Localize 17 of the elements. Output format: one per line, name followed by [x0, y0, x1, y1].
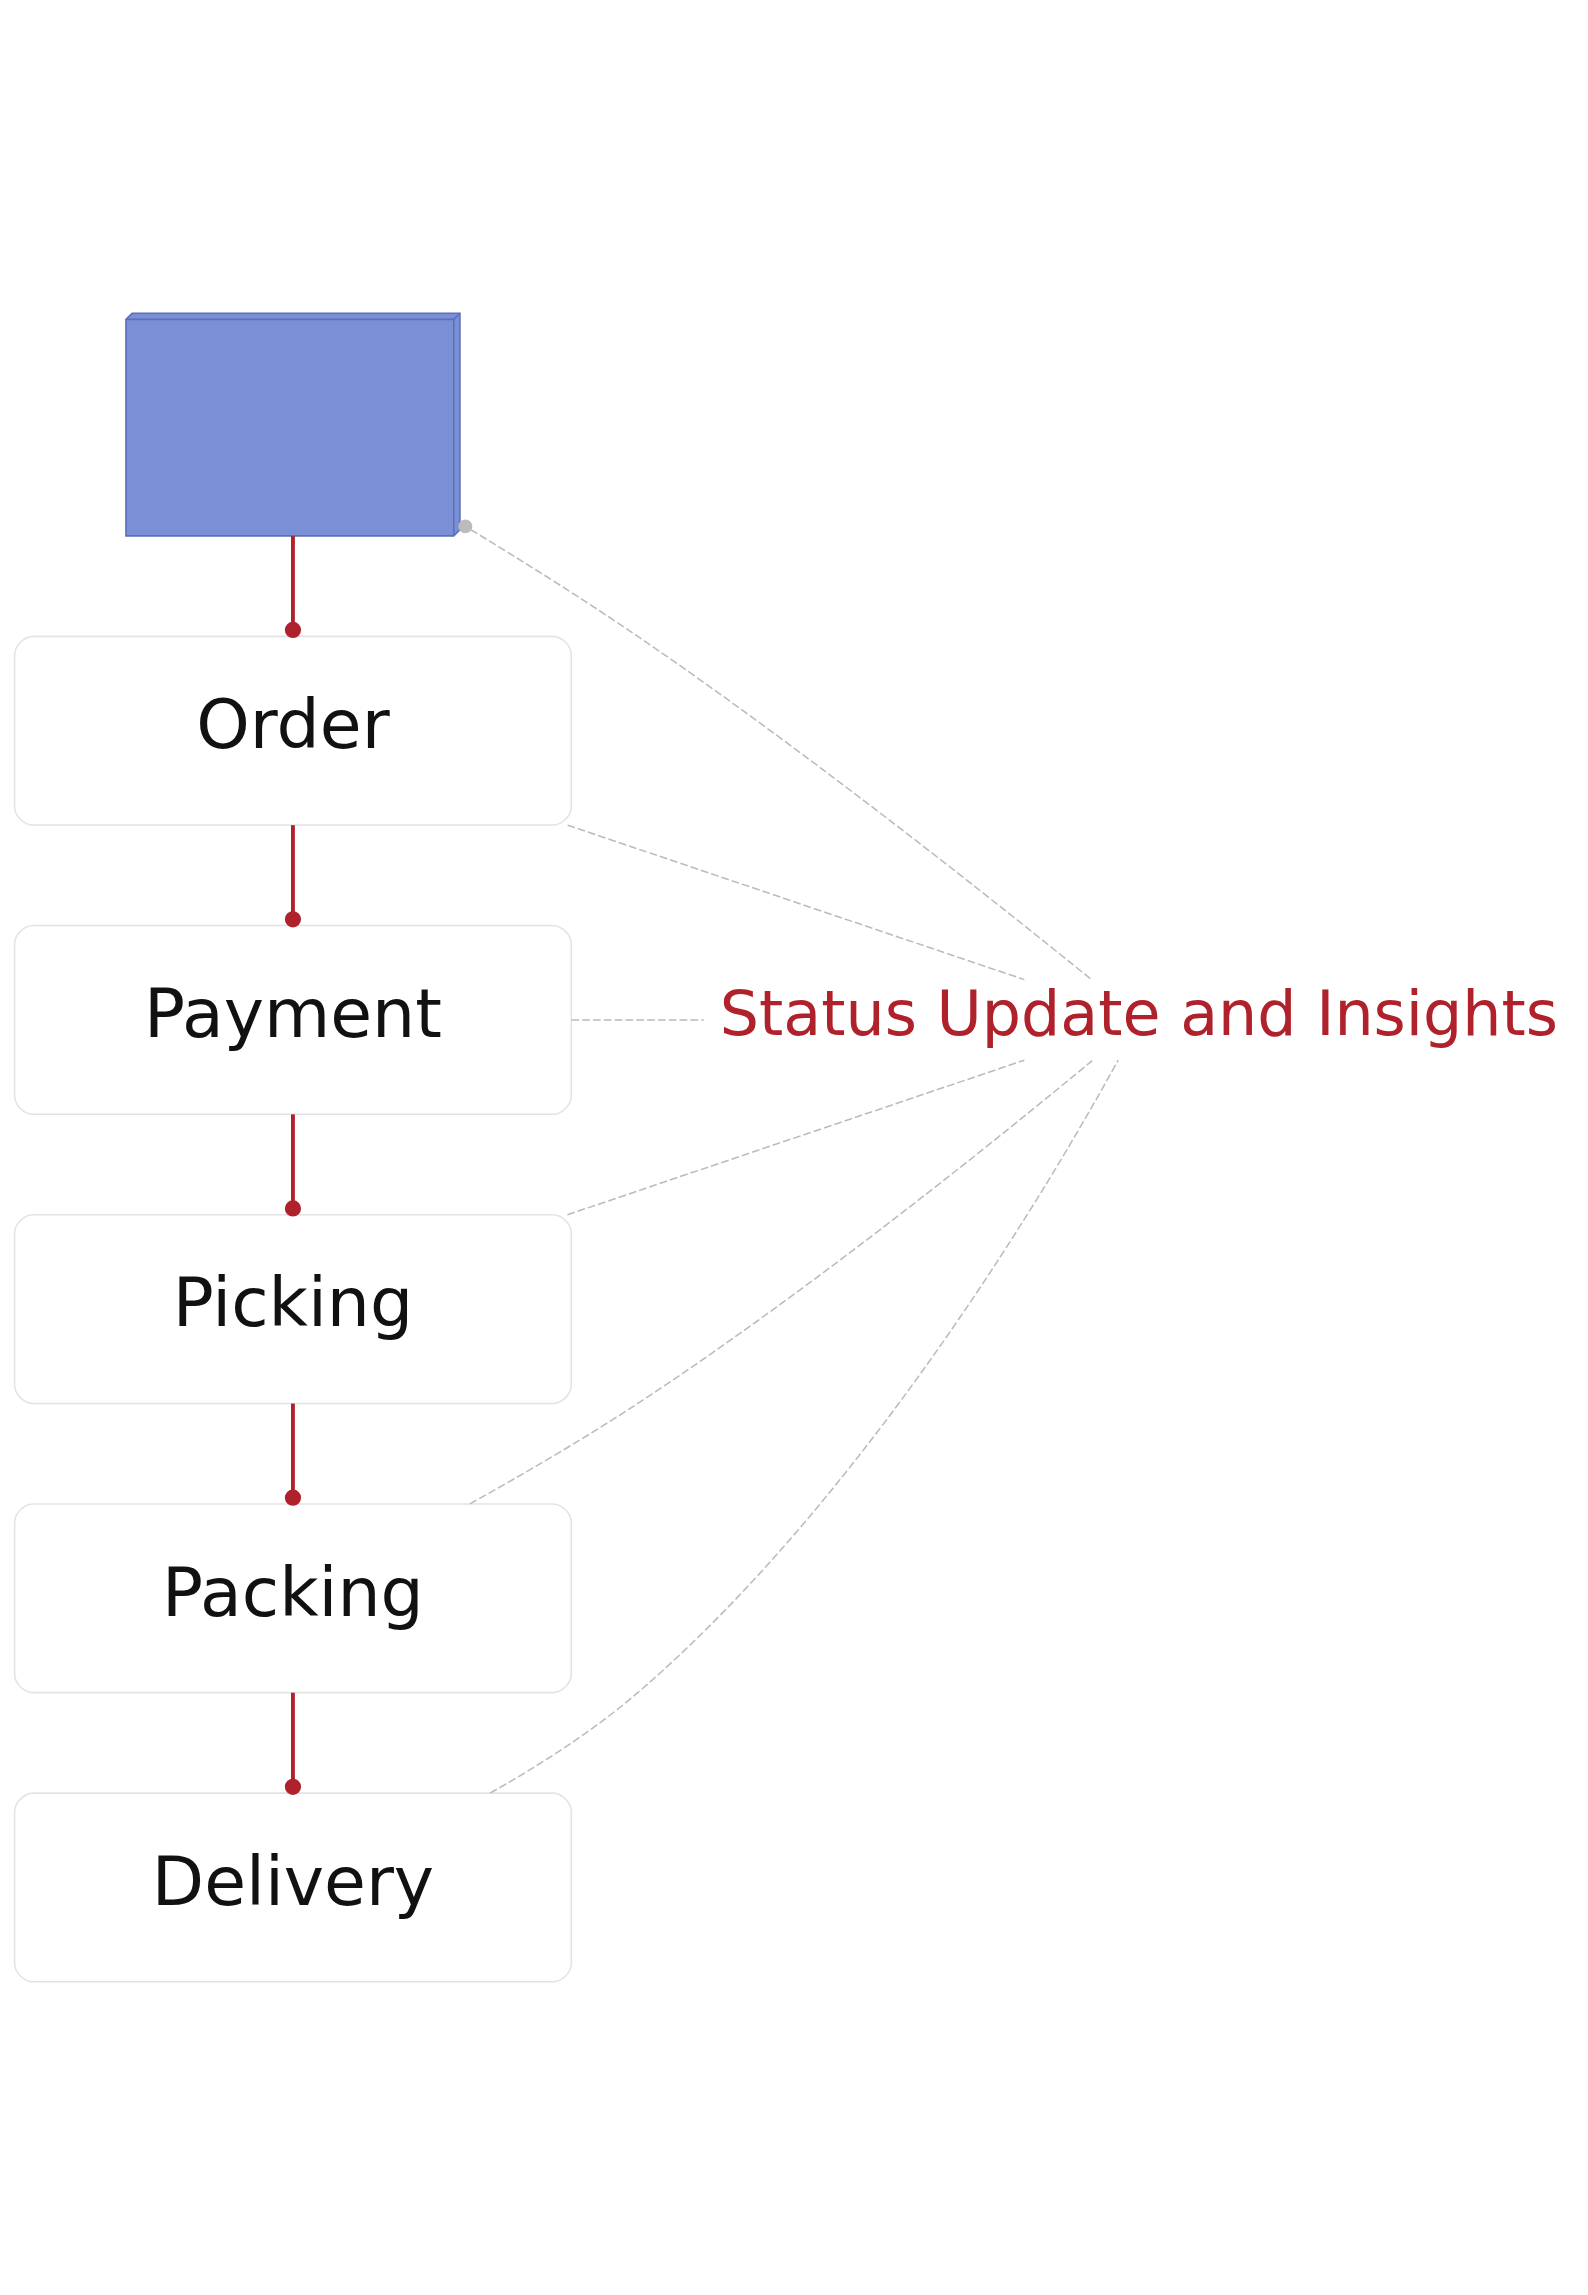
connector: [284, 825, 302, 928]
connector: [284, 1692, 302, 1795]
node-text: Status Update and Insights: [719, 978, 1558, 1051]
connector: [458, 519, 1092, 981]
connector: [284, 535, 302, 639]
node-box: Payment: [13, 924, 573, 1116]
connector: [566, 1059, 1026, 1216]
connector: [284, 1114, 302, 1217]
connector: [566, 824, 1026, 981]
connector: [570, 1019, 705, 1021]
connector: [489, 1059, 1119, 1794]
node-box: Order: [13, 635, 573, 826]
connector: [284, 1403, 302, 1506]
node-box: Delivery: [13, 1792, 573, 1983]
node-box: Picking: [13, 1214, 573, 1405]
connector: [469, 1059, 1093, 1505]
node-box: Packing: [13, 1503, 573, 1694]
